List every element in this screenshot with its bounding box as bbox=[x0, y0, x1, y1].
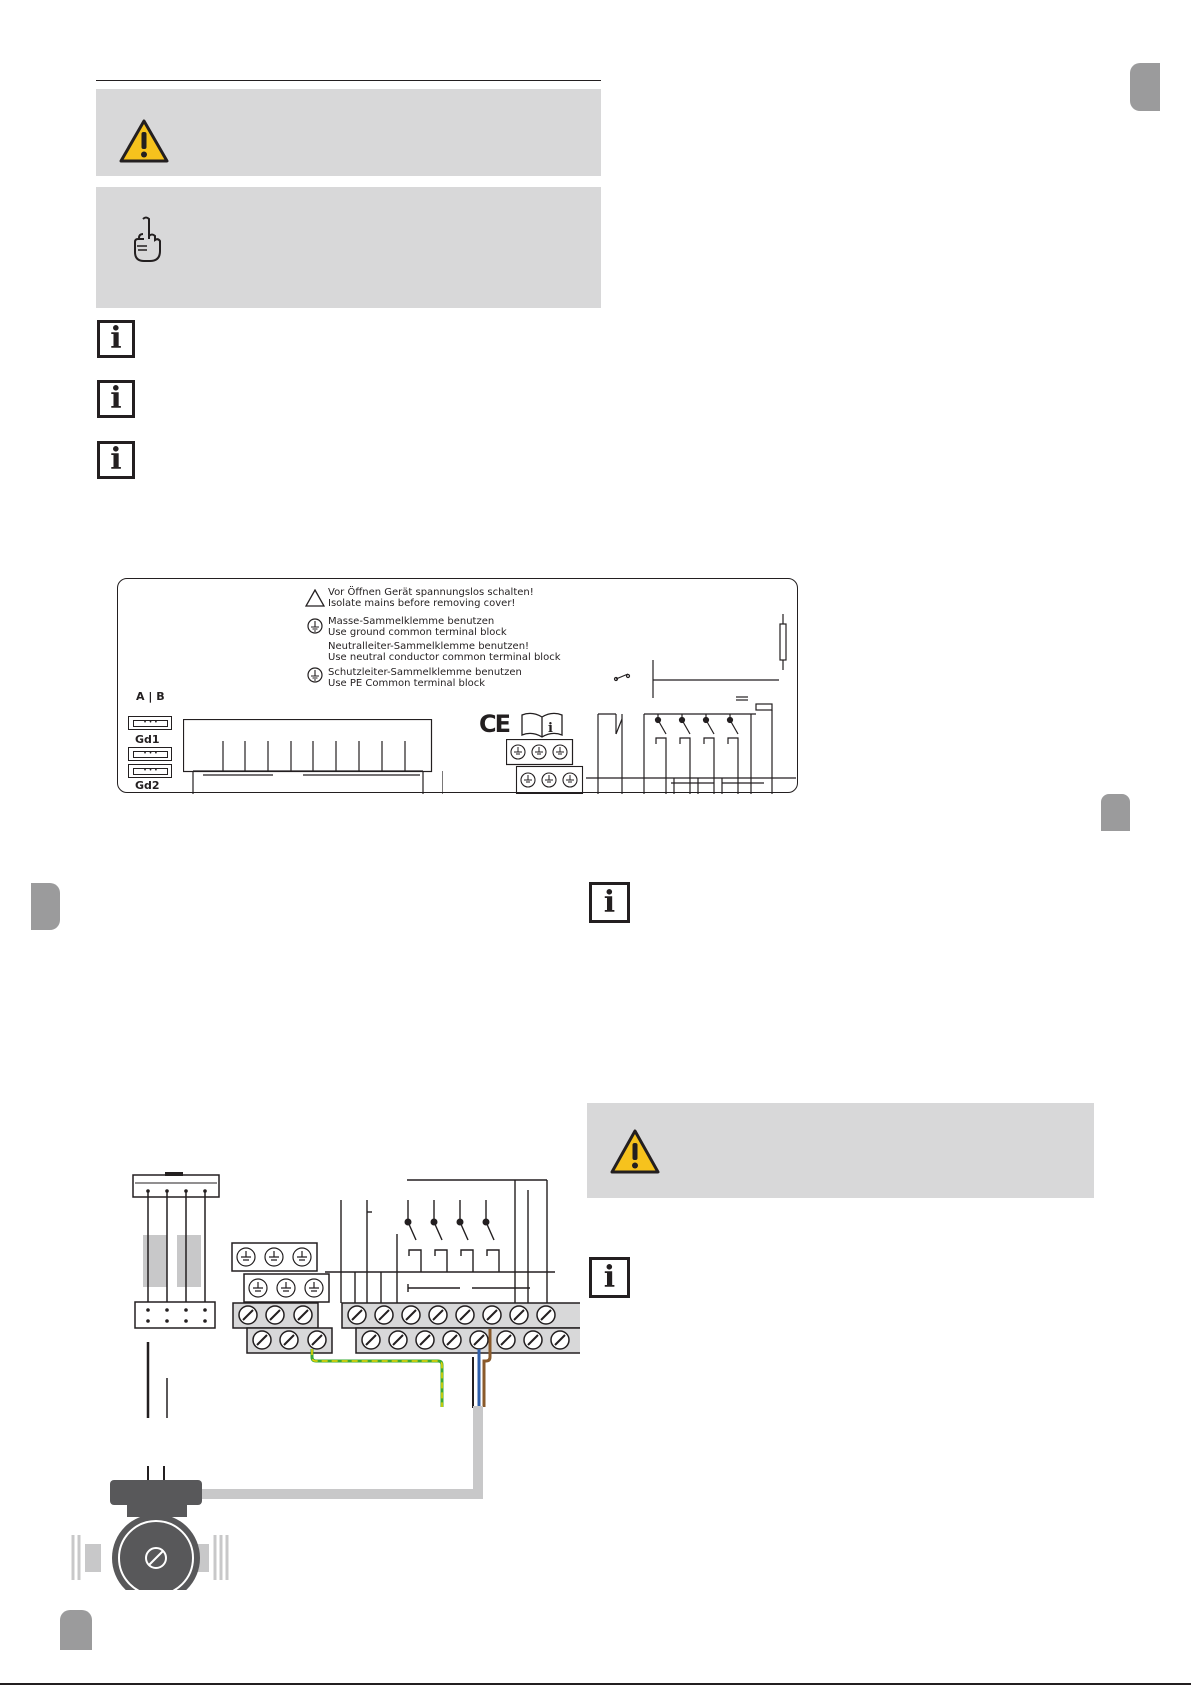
warning-line-de: Vor Öffnen Gerät spannungslos schalten! bbox=[328, 587, 534, 598]
device-label-diagram: Vor Öffnen Gerät spannungslos schalten! … bbox=[117, 578, 798, 794]
info-icon: i bbox=[97, 380, 135, 418]
gd1-label: Gd1 bbox=[135, 733, 160, 746]
sensor-terminal-block bbox=[183, 719, 443, 794]
top-rule bbox=[96, 80, 601, 81]
warning-outline-icon bbox=[305, 589, 325, 607]
page-tab bbox=[60, 1610, 92, 1650]
relay-section bbox=[586, 614, 796, 794]
ground-line-en: Use ground common terminal block bbox=[328, 627, 507, 638]
warning-panel-right bbox=[587, 1103, 1094, 1198]
warning-triangle-icon bbox=[610, 1129, 660, 1174]
warning-triangle-icon bbox=[119, 119, 169, 163]
protective-earth-icon bbox=[307, 667, 323, 683]
neutral-line-en: Use neutral conductor common terminal bl… bbox=[328, 652, 561, 663]
ground-terminal-block bbox=[506, 739, 584, 794]
bottom-rule bbox=[0, 1683, 1191, 1685]
gd2-connector: • • • bbox=[128, 764, 172, 778]
warning-panel bbox=[96, 89, 601, 176]
neutral-line-de: Neutralleiter-Sammelklemme benutzen! bbox=[328, 641, 530, 652]
gd2-label: Gd2 bbox=[135, 779, 160, 792]
pump-wiring-diagram bbox=[71, 1172, 580, 1590]
language-tab bbox=[1130, 63, 1160, 111]
info-icon: i bbox=[97, 441, 135, 479]
manual-book-icon: i bbox=[521, 712, 563, 738]
section-tab bbox=[1101, 794, 1130, 831]
section-tab-left bbox=[31, 883, 60, 930]
gd1-lower-connector: • • • bbox=[128, 747, 172, 761]
svg-text:i: i bbox=[548, 721, 553, 736]
gd1-connector: • • • bbox=[128, 716, 172, 730]
warning-line-en: Isolate mains before removing cover! bbox=[328, 598, 516, 609]
info-icon: i bbox=[589, 1257, 630, 1298]
info-icon: i bbox=[589, 882, 630, 923]
pe-line-en: Use PE Common terminal block bbox=[328, 678, 486, 689]
ground-line-de: Masse-Sammelklemme benutzen bbox=[328, 616, 495, 627]
pointing-finger-icon bbox=[134, 216, 161, 262]
ce-mark: CE bbox=[479, 710, 511, 738]
pump-icon bbox=[71, 1480, 229, 1590]
attention-panel bbox=[96, 187, 601, 308]
info-icon: i bbox=[97, 320, 135, 358]
pe-line-de: Schutzleiter-Sammelklemme benutzen bbox=[328, 667, 522, 678]
bus-ab-label: A | B bbox=[136, 690, 165, 703]
ground-icon bbox=[307, 618, 323, 634]
